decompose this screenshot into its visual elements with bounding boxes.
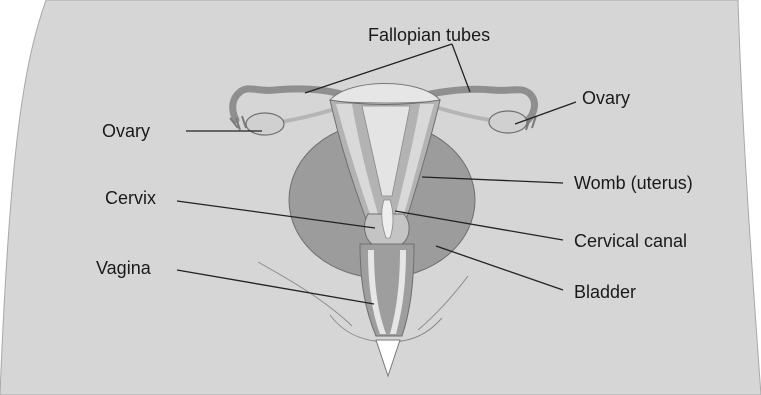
label-ovary-left: Ovary (102, 122, 150, 140)
ovary-left-shape (246, 113, 284, 135)
label-cervix: Cervix (105, 189, 156, 207)
label-vagina: Vagina (96, 259, 151, 277)
label-ovary-right: Ovary (582, 89, 630, 107)
label-bladder: Bladder (574, 283, 636, 301)
label-fallopian-tubes: Fallopian tubes (368, 26, 490, 44)
label-womb: Womb (uterus) (574, 174, 693, 192)
label-cervical-canal: Cervical canal (574, 232, 687, 250)
